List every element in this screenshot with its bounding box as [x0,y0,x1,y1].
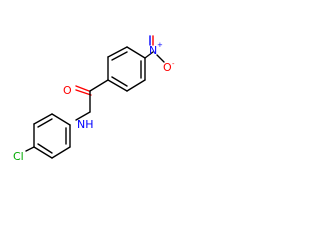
ring-bond [33,146,53,159]
amide-group: O NH [63,79,109,131]
nitro-nitrogen-charge: + [157,41,163,49]
ring-bond [107,46,128,58]
nitrogen-to-ring-bond [75,111,91,121]
nitro-oxygen-charge: - [172,60,175,68]
ring-to-chlorine-bond [25,146,35,152]
ring-bond [51,146,71,159]
ring-double-bond [37,118,53,128]
ring-to-nitro-bond [144,51,154,59]
nitro-group: N + O - [144,35,175,74]
nitrophenyl-ring [107,46,146,92]
carbonyl-oxygen-label: O [63,84,72,97]
ring-bond [126,79,146,92]
structure-diagram: N + O - O NH Cl [13,35,175,163]
chloro-substituent: Cl [13,146,35,163]
chlorophenyl-ring [33,113,71,159]
ring-bond [107,79,128,92]
nitro-nitrogen-label: N [149,44,157,57]
carbonyl-double-bond [75,85,90,92]
ring-to-carbonyl-bond [89,79,109,92]
nitro-oxygen-label: O [163,61,172,74]
ring-bond [126,46,146,59]
ring-double-bond [37,143,53,154]
amide-nh-label: NH [77,118,94,131]
ring-bond [51,113,71,126]
chlorine-label: Cl [13,150,24,163]
nitro-n-o-bond [156,54,165,63]
ring-double-bond [111,51,128,61]
ring-double-bond [111,76,128,87]
carbonyl-double-bond [75,89,92,96]
ring-bond [33,113,53,125]
